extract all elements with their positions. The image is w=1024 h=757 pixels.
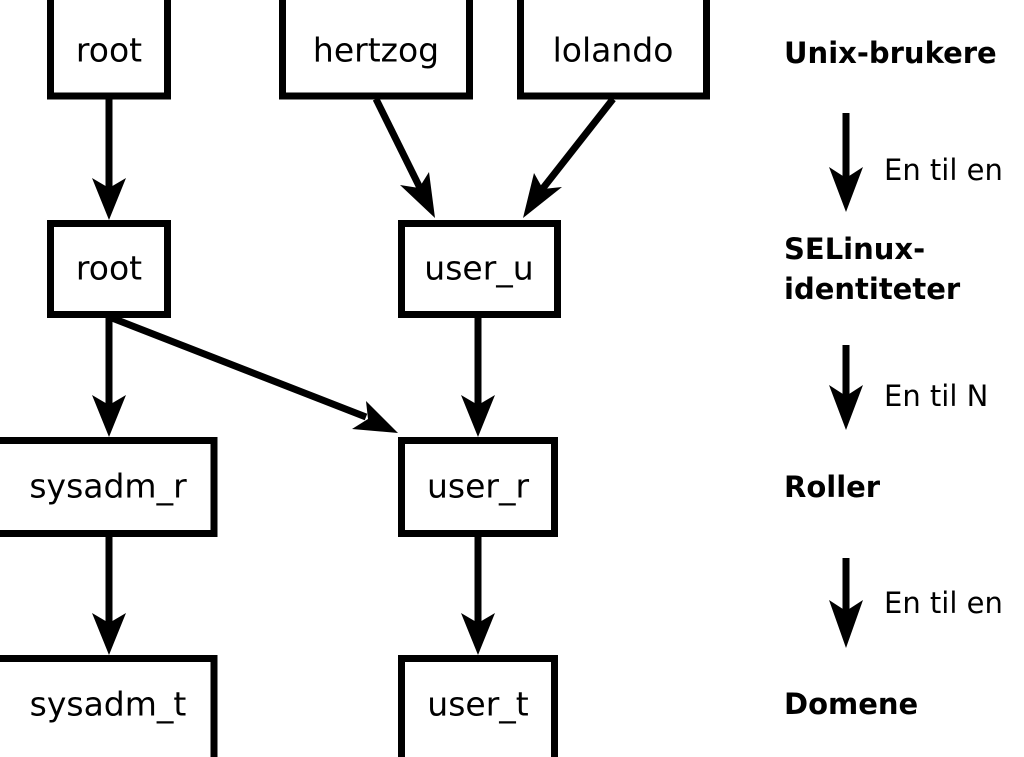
arrow-down-icon	[829, 385, 863, 430]
legend-stage-roles: Roller	[784, 470, 881, 504]
legend-relation-label: En til en	[884, 586, 1003, 620]
legend-relation-label: En til N	[884, 379, 988, 413]
edge-unix-root-to-ident-root	[92, 99, 126, 220]
legend-stage-domains: Domene	[784, 687, 918, 721]
node-role-sysadm-r[interactable]: sysadm_r	[0, 437, 218, 537]
node-label: user_t	[427, 685, 528, 724]
node-unix-hertzog[interactable]: hertzog	[279, 0, 473, 100]
edge-sysadm-r-to-sysadm-t	[92, 537, 126, 655]
node-label: user_r	[427, 467, 529, 506]
node-ident-user-u[interactable]: user_u	[398, 220, 561, 318]
legend-stage-label: Domene	[784, 687, 918, 721]
edge-hertzog-to-user-u	[372, 97, 435, 218]
node-domain-sysadm-t[interactable]: sysadm_t	[0, 655, 218, 757]
edge-user-r-to-user-t	[461, 537, 495, 655]
node-label: root	[76, 31, 142, 70]
legend-stage-label: Roller	[784, 470, 881, 504]
legend-stage-unix-users: Unix-brukere	[784, 36, 997, 70]
legend-stage-label-line2: identiteter	[784, 272, 961, 306]
edge-ident-root-to-user-r	[110, 314, 398, 433]
node-role-user-r[interactable]: user_r	[398, 437, 558, 537]
legend-relation-label: En til en	[884, 153, 1003, 187]
node-domain-user-t[interactable]: user_t	[398, 655, 558, 757]
legend-relation-unix-to-identity: En til en	[829, 113, 1003, 212]
legend-relation-role-to-domain: En til en	[829, 558, 1003, 648]
node-unix-root[interactable]: root	[47, 0, 171, 100]
edge-user-u-to-user-r	[461, 318, 495, 437]
arrow-down-icon	[829, 600, 863, 648]
legend-stage-label-line1: SELinux-	[784, 232, 925, 266]
node-ident-root[interactable]: root	[47, 220, 171, 318]
legend-stage-label: Unix-brukere	[784, 36, 997, 70]
node-unix-lolando[interactable]: lolando	[517, 0, 710, 100]
edge-lolando-to-user-u	[523, 96, 616, 218]
node-label: sysadm_t	[30, 685, 187, 724]
legend-stage-selinux-identities: SELinux- identiteter	[784, 232, 961, 306]
node-label: root	[76, 249, 142, 288]
arrow-down-icon	[829, 167, 863, 212]
node-label: lolando	[553, 31, 674, 70]
node-label: sysadm_r	[29, 467, 187, 506]
legend-relation-identity-to-role: En til N	[829, 345, 988, 430]
node-label: user_u	[424, 249, 533, 288]
node-label: hertzog	[313, 31, 439, 70]
edge-ident-root-to-sysadm-r	[92, 318, 126, 437]
